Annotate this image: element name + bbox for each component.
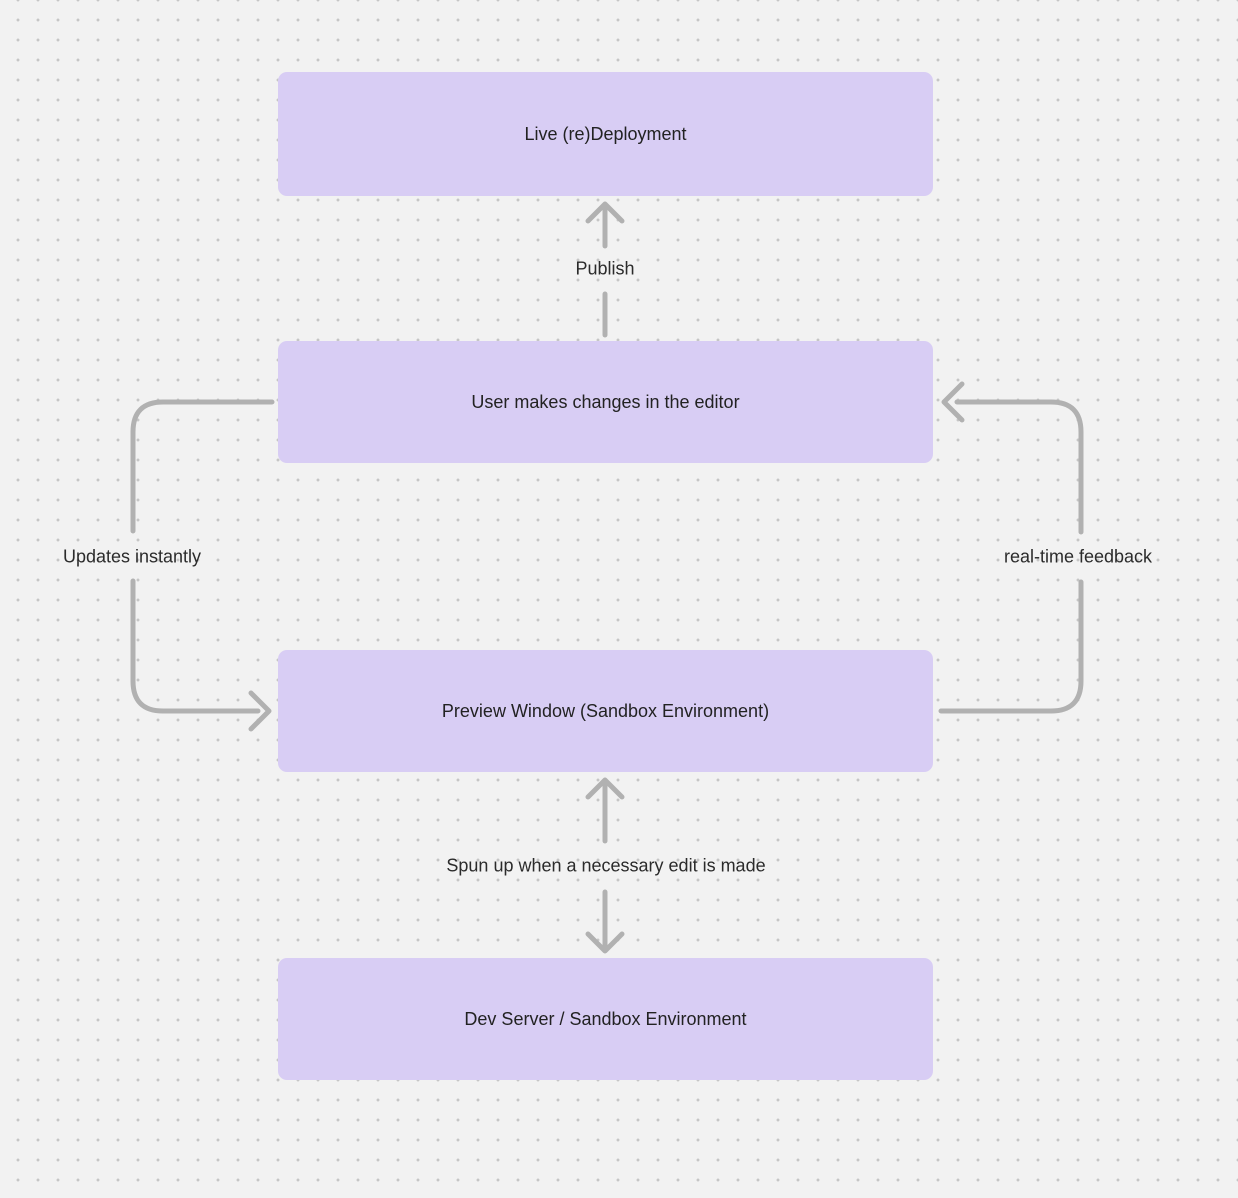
arrowhead-right-icon <box>248 690 272 732</box>
node-user-editor: User makes changes in the editor <box>278 341 933 463</box>
arrowhead-up-icon <box>585 777 625 800</box>
node-preview-window: Preview Window (Sandbox Environment) <box>278 650 933 772</box>
arrowhead-down-icon <box>585 931 625 954</box>
node-live-deployment: Live (re)Deployment <box>278 72 933 196</box>
node-dev-server: Dev Server / Sandbox Environment <box>278 958 933 1080</box>
arrowhead-up-icon <box>585 201 625 224</box>
node-live-deployment-label: Live (re)Deployment <box>524 123 687 144</box>
edge-label-real-time-feedback: real-time feedback <box>1003 546 1153 567</box>
edge-label-spun-up: Spun up when a necessary edit is made <box>446 855 766 876</box>
edge-label-publish: Publish <box>575 258 635 279</box>
arrowhead-left-icon <box>941 381 965 423</box>
node-user-editor-label: User makes changes in the editor <box>471 391 740 412</box>
edge-label-updates-instantly: Updates instantly <box>62 546 202 567</box>
node-dev-server-label: Dev Server / Sandbox Environment <box>464 1008 747 1029</box>
node-preview-window-label: Preview Window (Sandbox Environment) <box>441 700 770 721</box>
